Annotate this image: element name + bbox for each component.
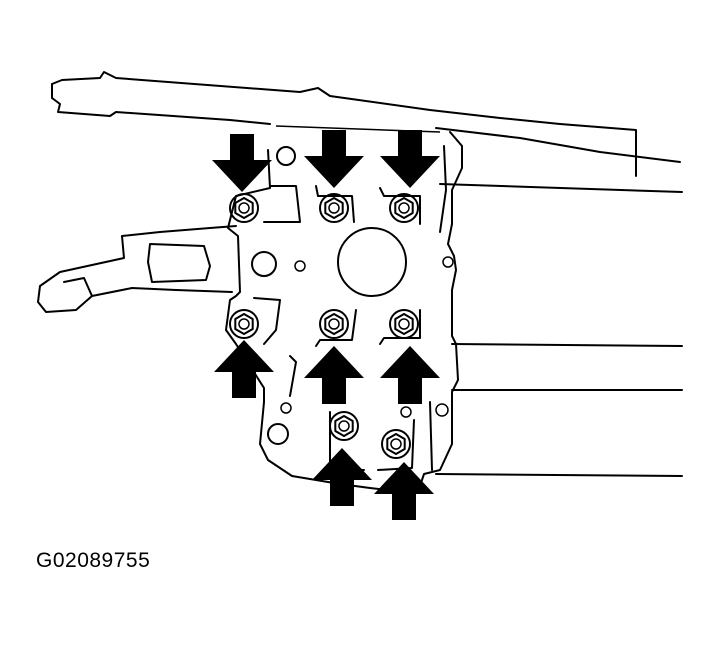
bolt-middle-right (389, 309, 419, 339)
crossmember-lines (435, 343, 683, 477)
arrow-lower-left (312, 448, 372, 506)
arrow-middle-center (304, 346, 364, 404)
bolt-upper-left (229, 193, 259, 223)
arrows (212, 130, 440, 520)
bolt-middle-left (229, 309, 259, 339)
bolt-middle-center (319, 309, 349, 339)
arrow-lower-right (374, 462, 434, 520)
arrow-middle-right (380, 346, 440, 404)
figure-id-label: G02089755 (36, 549, 151, 572)
arrow-upper-right (380, 130, 440, 188)
bolt-lower-right (381, 429, 411, 459)
bolt-lower-left (329, 411, 359, 441)
arrow-upper-left (212, 134, 272, 192)
arrow-middle-left (214, 340, 274, 398)
bracket-plate (225, 131, 463, 493)
upper-rail (51, 71, 683, 193)
bolt-upper-right (389, 193, 419, 223)
bolts (229, 193, 419, 459)
arrow-upper-center (304, 130, 364, 188)
left-arm (37, 225, 237, 313)
bolt-upper-center (319, 193, 349, 223)
